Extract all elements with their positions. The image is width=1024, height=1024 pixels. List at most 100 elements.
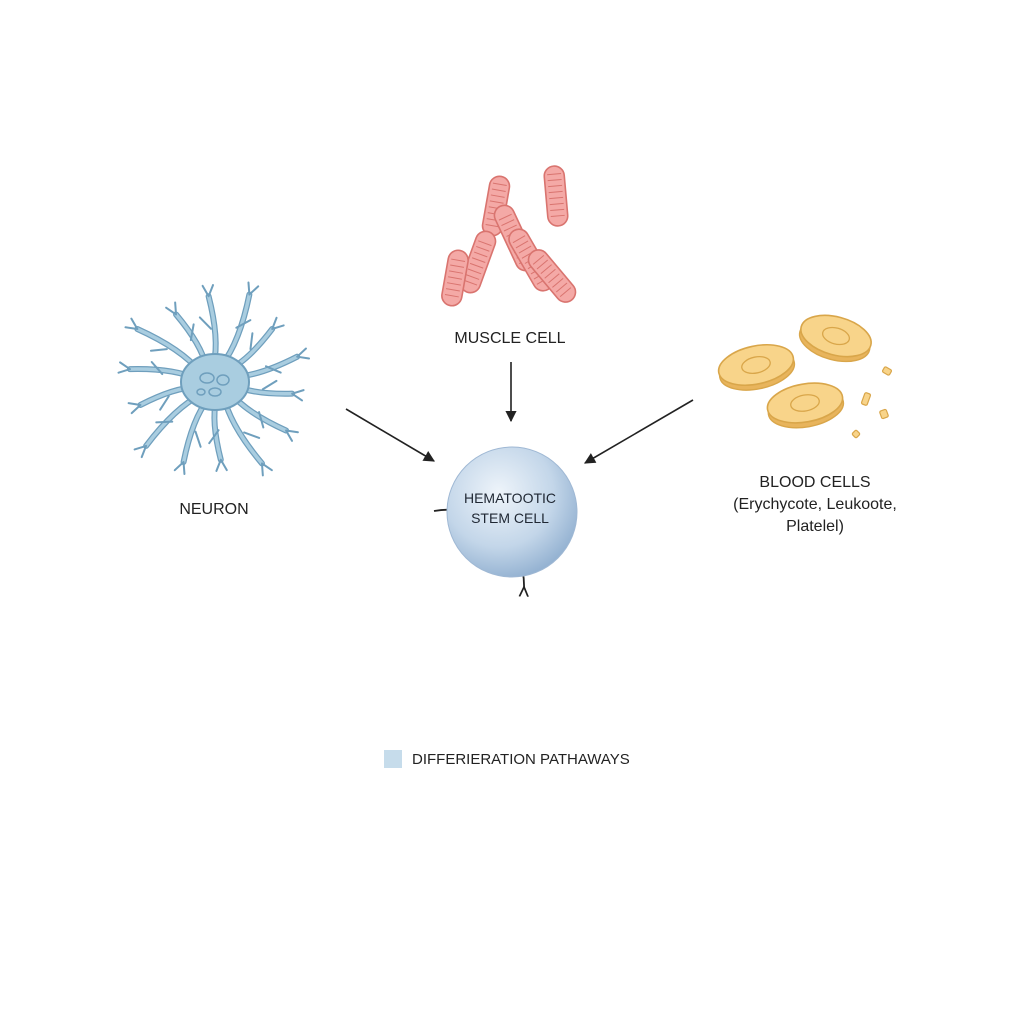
muscle-striation: [448, 276, 462, 280]
legend-label: DIFFERIERATION PATHAWAYS: [412, 750, 630, 768]
erythrocyte: [766, 382, 845, 429]
muscle-striation: [548, 184, 563, 188]
neuron-organelle: [216, 374, 230, 386]
muscle-striation: [544, 268, 556, 279]
neuron-organelle: [196, 388, 206, 396]
muscle-striation: [550, 214, 565, 218]
muscle-striation: [450, 264, 465, 268]
erythrocyte: [717, 344, 796, 391]
muscle-cell-illustration: [441, 165, 577, 307]
neuron-dendrite-tip: [133, 444, 148, 459]
muscle-striation: [547, 178, 562, 182]
neuron-organelle: [208, 387, 222, 397]
neuron-dendrite-tip: [296, 347, 311, 360]
muscle-striation: [555, 282, 568, 293]
muscle-striation: [549, 202, 564, 206]
erythrocyte-face: [766, 382, 844, 424]
legend-swatch: [384, 750, 402, 768]
neuron-dendrite-branch: [264, 365, 282, 374]
muscle-striation: [512, 235, 526, 244]
muscle-fiber: [441, 249, 469, 307]
neuron-dendrite-tip: [201, 284, 215, 298]
erythrocyte-face: [800, 314, 872, 358]
muscle-striation: [552, 278, 564, 288]
muscle-striation: [503, 224, 517, 232]
neuron-dendrite-tip: [127, 402, 142, 415]
muscle-striation: [485, 223, 500, 228]
erythrocyte-center: [741, 355, 771, 375]
muscle-fiber: [543, 165, 569, 227]
stem-cell-label-line1: HEMATOOTIC: [463, 490, 557, 506]
stem-cell-label-line2: STEM CELL: [471, 510, 549, 526]
muscle-striation: [469, 262, 484, 269]
neuron-organelle: [199, 372, 215, 384]
muscle-striation: [491, 188, 506, 192]
neuron-dendrite-tip: [173, 461, 186, 476]
neuron-dendrite-branch: [155, 420, 174, 424]
muscle-striation: [492, 182, 507, 187]
muscle-striation: [550, 208, 565, 212]
stem-cell-label: HEMATOOTIC STEM CELL: [440, 488, 580, 528]
neuron-dendrite-branch: [149, 348, 168, 352]
neuron-dendrite-branch: [194, 430, 202, 448]
neuron-dendrite-branch: [159, 395, 170, 411]
muscle-striation: [559, 287, 572, 297]
platelet: [851, 429, 861, 439]
neuron-dendrite-branch: [189, 323, 195, 342]
blood-cells-types-line2: Platelel): [786, 518, 844, 535]
muscle-striation: [536, 259, 549, 270]
muscle-fiber: [527, 249, 577, 303]
muscle-striation: [490, 194, 505, 198]
muscle-striation: [540, 264, 552, 274]
neuron-dendrite-branch: [243, 431, 261, 439]
platelet: [881, 366, 893, 376]
platelet: [879, 408, 889, 420]
muscle-striation: [465, 274, 480, 280]
blood-cells-illustration: [717, 314, 893, 439]
neuron-dendrite-tip: [260, 462, 273, 477]
neuron-dendrite-branch: [258, 411, 265, 429]
blood-cells-label: BLOOD CELLS (Erychycote, Leukoote, Plate…: [705, 472, 925, 538]
neuron-dendrite-tip: [117, 361, 131, 374]
neuron-dendrite-tip: [247, 281, 260, 296]
muscle-striation: [498, 213, 512, 221]
neuron-dendrite-branch: [249, 332, 254, 351]
muscle-striation: [478, 240, 492, 247]
muscle-striation: [501, 219, 515, 227]
neuron-dendrite-tip: [165, 301, 178, 316]
muscle-striation: [445, 288, 460, 292]
muscle-striation: [518, 245, 532, 254]
neuron-dendrite-tip: [124, 317, 139, 331]
muscle-striation: [444, 294, 459, 298]
muscle-fiber-body: [543, 165, 569, 227]
muscle-cell-label: MUSCLE CELL: [454, 330, 566, 347]
neuron-dendrite-branch: [150, 361, 164, 376]
erythrocyte-face: [717, 344, 795, 386]
neuron-dendrite-tip: [291, 389, 305, 402]
erythrocyte: [798, 314, 872, 363]
muscle-striation: [532, 255, 545, 265]
muscle-striation: [463, 279, 478, 286]
blood-cells-types-line1: (Erychycote, Leukoote,: [733, 496, 897, 513]
neuron-dendrite-branch: [208, 429, 220, 445]
erythrocyte-center: [821, 326, 851, 346]
muscle-striation: [451, 258, 466, 262]
muscle-striation: [515, 240, 529, 249]
muscle-striation: [471, 257, 486, 263]
muscle-striation: [473, 251, 488, 258]
neuron-dendrite-branch: [235, 319, 252, 329]
arrow-blood-to-stem: [584, 399, 694, 464]
muscle-striation: [549, 196, 564, 200]
muscle-fiber-body: [527, 249, 577, 303]
muscle-striation: [548, 273, 560, 284]
neuron-label: NEURON: [179, 501, 249, 518]
neuron-dendrite-tip: [271, 316, 285, 330]
erythrocyte-center: [790, 394, 820, 412]
neuron-soma: [180, 353, 250, 411]
muscle-striation: [449, 270, 464, 274]
muscle-striation: [548, 190, 563, 194]
neuron-dendrite-branch: [261, 379, 278, 391]
platelet: [860, 392, 872, 406]
neuron-dendrite-tip: [285, 429, 299, 442]
